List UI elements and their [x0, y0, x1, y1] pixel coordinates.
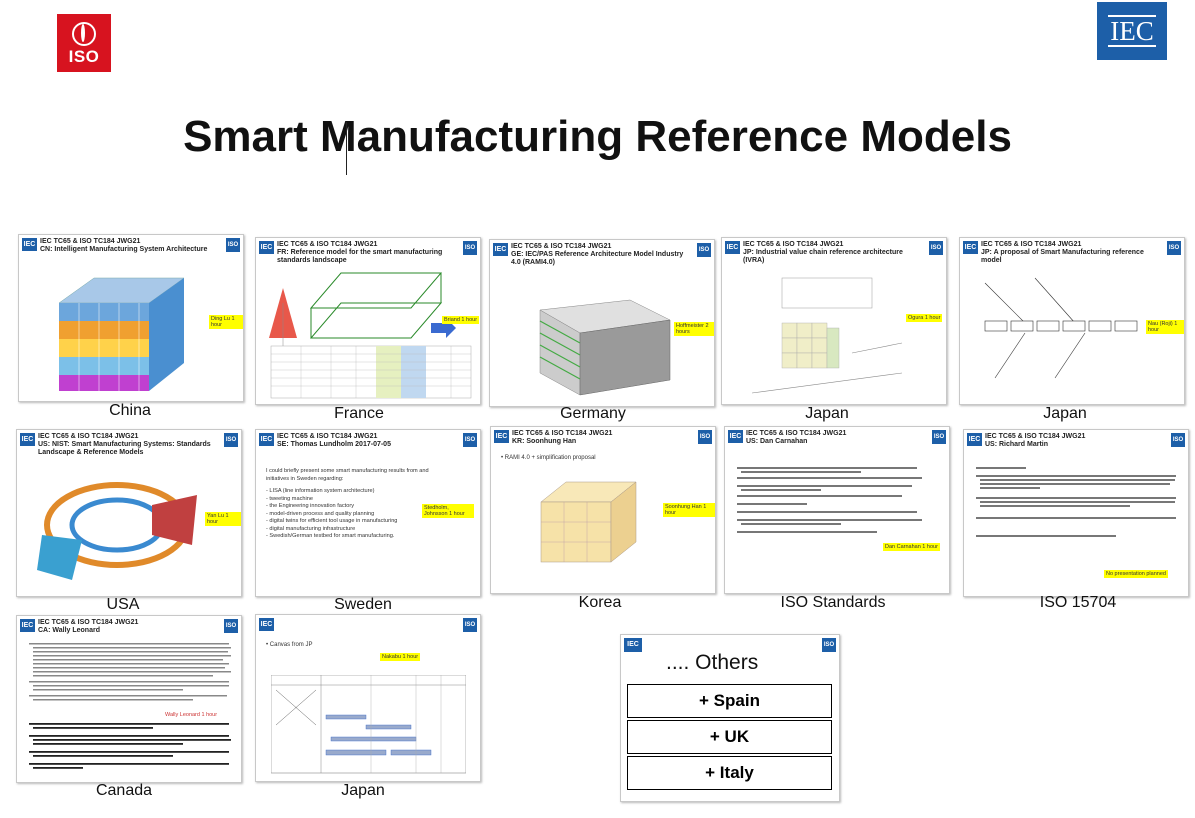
others-item-uk[interactable]: + UK — [627, 720, 832, 754]
iec-icon: IEC — [494, 430, 509, 443]
slide-caption: Germany — [560, 405, 626, 422]
iec-icon: IEC — [20, 619, 35, 632]
slide-others[interactable]: IEC ISO .... Others — [620, 634, 840, 802]
fishbone-diagram — [984, 277, 1138, 379]
slide-caption: Canada — [95, 782, 153, 799]
iec-icon: IEC — [725, 241, 740, 254]
slide-canada[interactable]: IEC ISO IEC TC65 & ISO TC184 JWG21 CA: W… — [16, 615, 242, 783]
slide-iso-15704[interactable]: IEC ISO IEC TC65 & ISO TC184 JWG21 US: R… — [963, 429, 1189, 597]
iec-icon: IEC — [22, 238, 37, 251]
iso-icon: ISO — [929, 241, 943, 255]
slide-caption: ISO Standards — [780, 594, 886, 611]
slide-china[interactable]: IEC ISO IEC TC65 & ISO TC184 JWG21 CN: I… — [18, 234, 244, 402]
iso-icon: ISO — [224, 433, 238, 447]
iec-icon: IEC — [259, 433, 274, 446]
canada-text — [29, 643, 231, 769]
slide-korea[interactable]: IEC ISO IEC TC65 & ISO TC184 JWG21 KR: S… — [490, 426, 716, 594]
slide-caption: Japan — [1043, 405, 1087, 422]
slide-caption: Sweden — [334, 596, 392, 613]
iso-icon: ISO — [697, 243, 711, 257]
attachments-list — [976, 467, 1176, 537]
others-item-italy[interactable]: + Italy — [627, 756, 832, 790]
slide-caption: Japan — [805, 405, 849, 422]
slide-iso-standards[interactable]: IEC ISO IEC TC65 & ISO TC184 JWG21 US: D… — [724, 426, 950, 594]
others-title: .... Others — [666, 651, 759, 674]
slide-japan-proposal[interactable]: IEC ISO IEC TC65 & ISO TC184 JWG21 JP: A… — [959, 237, 1185, 405]
iec-icon: IEC — [963, 241, 978, 254]
iso-icon: ISO — [463, 241, 477, 255]
iec-icon: IEC — [259, 241, 274, 254]
cube-diagram — [58, 277, 185, 391]
iso-icon: ISO — [1167, 241, 1181, 255]
slide-france[interactable]: IEC ISO IEC TC65 & ISO TC184 JWG21 FR: R… — [255, 237, 481, 405]
slide-germany[interactable]: IEC ISO IEC TC65 & ISO TC184 JWG21 GE: I… — [489, 239, 715, 407]
iso-icon: ISO — [463, 433, 477, 447]
iso-icon: ISO — [698, 430, 712, 444]
iso-icon: ISO — [224, 619, 238, 633]
iso-icon: ISO — [932, 430, 946, 444]
space-axis-cube — [540, 481, 637, 563]
rami-cube — [539, 299, 671, 396]
others-item-spain[interactable]: + Spain — [627, 684, 832, 718]
iec-logo: IEC — [1097, 2, 1167, 60]
slide-japan-canvas[interactable]: IEC ISO • Canvas from JP Nakabu 1 hour — [255, 614, 481, 782]
ivra-diagram — [751, 277, 903, 394]
iso-icon: ISO — [1171, 433, 1185, 447]
slide-caption: Japan — [341, 782, 385, 799]
iec-icon: IEC — [967, 433, 982, 446]
slide-caption: China — [109, 402, 151, 419]
iso-icon: ISO — [463, 618, 477, 632]
iso-icon: ISO — [822, 638, 836, 652]
iec-icon: IEC — [20, 433, 35, 446]
slide-caption: Korea — [578, 594, 622, 611]
landscape-diagram — [269, 272, 472, 399]
nist-ecosystem — [37, 482, 197, 580]
slide-caption: ISO 15704 — [1039, 594, 1117, 611]
text-cursor — [346, 122, 347, 175]
slide-sweden[interactable]: IEC ISO IEC TC65 & ISO TC184 JWG21 SE: T… — [255, 429, 481, 597]
slide-caption: USA — [106, 596, 140, 613]
globe-icon — [72, 21, 96, 46]
iec-icon: IEC — [259, 618, 274, 631]
page-title: Smart Manufacturing Reference Models — [183, 112, 1012, 161]
standards-list — [737, 467, 922, 533]
iso-icon: ISO — [226, 238, 240, 252]
iso-logo: ISO — [57, 14, 111, 72]
iec-icon: IEC — [493, 243, 508, 256]
slide-japan-ivra[interactable]: IEC ISO IEC TC65 & ISO TC184 JWG21 JP: I… — [721, 237, 947, 405]
canvas-diagram — [271, 675, 466, 774]
iec-icon: IEC — [624, 638, 642, 652]
slide-usa[interactable]: IEC ISO IEC TC65 & ISO TC184 JWG21 US: N… — [16, 429, 242, 597]
slide-caption: France — [334, 405, 384, 422]
iec-icon: IEC — [728, 430, 743, 443]
